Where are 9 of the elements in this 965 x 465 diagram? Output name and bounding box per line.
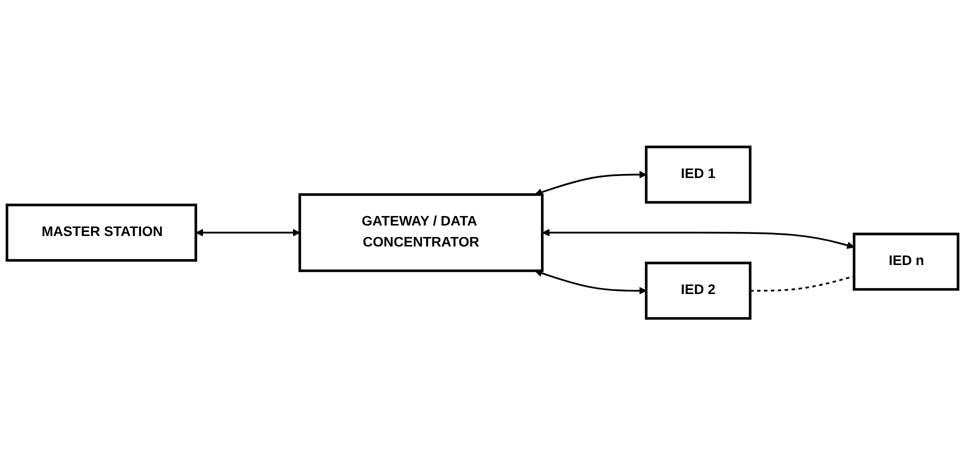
node-box: IED 1 bbox=[644, 145, 752, 204]
node-box: GATEWAY / DATA CONCENTRATOR bbox=[298, 193, 544, 272]
arrow bbox=[542, 228, 854, 249]
arrow bbox=[534, 269, 647, 294]
node-box: IED n bbox=[852, 232, 960, 291]
node-box: IED 2 bbox=[644, 262, 752, 320]
node-box: MASTER STATION bbox=[6, 203, 198, 262]
arrow bbox=[196, 228, 300, 236]
arrow bbox=[534, 170, 647, 196]
